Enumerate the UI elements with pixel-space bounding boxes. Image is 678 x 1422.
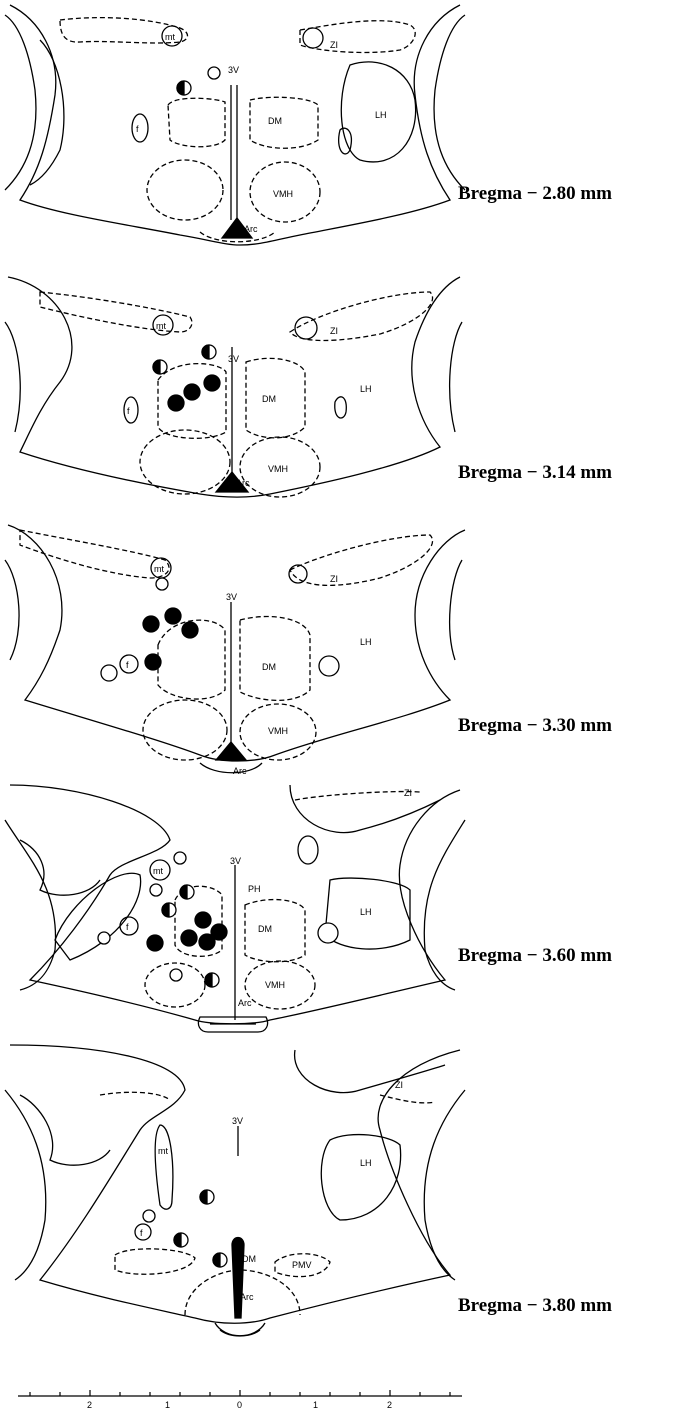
injection-site-markers — [143, 1190, 227, 1267]
scale-tick-label: 1 — [313, 1400, 318, 1410]
svg-text:LH: LH — [375, 110, 387, 120]
bregma-label: Bregma − 3.80 mm — [458, 1295, 612, 1317]
svg-text:Arc: Arc — [244, 224, 258, 234]
section-5-drawing: ZI mt LH f PMV DM Arc 3V — [0, 1040, 470, 1380]
svg-text:LH: LH — [360, 384, 372, 394]
svg-text:Arc: Arc — [236, 478, 250, 488]
svg-text:VMH: VMH — [268, 464, 288, 474]
svg-text:mt: mt — [156, 321, 166, 331]
section-bregma-3-30: mt ZI LH f DM VMH 3V Arc — [0, 520, 678, 780]
svg-text:Arc: Arc — [238, 998, 252, 1008]
injection-site-markers — [153, 345, 220, 411]
svg-text:mt: mt — [165, 32, 175, 42]
svg-text:LH: LH — [360, 637, 372, 647]
svg-text:f: f — [136, 124, 139, 134]
section-2-drawing: mt ZI LH f DM VMH 3V Arc — [0, 262, 470, 512]
svg-text:LH: LH — [360, 1158, 372, 1168]
scale-tick-label: 1 — [165, 1400, 170, 1410]
scale-tick-label: 0 — [237, 1400, 242, 1410]
svg-text:PH: PH — [248, 884, 261, 894]
injection-site-markers — [177, 67, 220, 95]
svg-text:ZI: ZI — [330, 326, 338, 336]
bregma-label: Bregma − 3.30 mm — [458, 715, 612, 737]
bregma-label: Bregma − 2.80 mm — [458, 183, 612, 205]
svg-text:3V: 3V — [230, 856, 241, 866]
svg-text:f: f — [127, 406, 130, 416]
scale-minor-ticks — [30, 1390, 450, 1396]
svg-text:3V: 3V — [232, 1116, 243, 1126]
injection-site-markers — [101, 608, 339, 681]
svg-text:f: f — [140, 1228, 143, 1238]
bregma-label: Bregma − 3.14 mm — [458, 462, 612, 484]
svg-text:ZI: ZI — [404, 788, 412, 798]
svg-text:DM: DM — [258, 924, 272, 934]
section-bregma-3-80: ZI mt LH f PMV DM Arc 3V Breg — [0, 1040, 678, 1380]
svg-text:3V: 3V — [226, 592, 237, 602]
scale-tick-label: 2 — [387, 1400, 392, 1410]
bregma-label: Bregma − 3.60 mm — [458, 945, 612, 967]
svg-text:DM: DM — [262, 662, 276, 672]
section-4-drawing: mt ZI LH f PH DM VMH 3V Arc — [0, 780, 470, 1040]
svg-text:f: f — [126, 922, 129, 932]
svg-text:mt: mt — [158, 1146, 168, 1156]
svg-text:3V: 3V — [228, 65, 239, 75]
section-bregma-2-80: mt f ZI LH DM VMH 3V Arc — [0, 0, 678, 260]
svg-text:3V: 3V — [228, 354, 239, 364]
svg-text:f: f — [126, 660, 129, 670]
svg-text:DM: DM — [268, 116, 282, 126]
svg-text:VMH: VMH — [268, 726, 288, 736]
svg-text:PMV: PMV — [292, 1260, 312, 1270]
svg-text:mt: mt — [153, 866, 163, 876]
section-bregma-3-60: mt ZI LH f PH DM VMH 3V Arc — [0, 780, 678, 1040]
section-1-drawing: mt f ZI LH DM VMH 3V Arc — [0, 0, 470, 260]
section-bregma-3-14: mt ZI LH f DM VMH 3V Arc — [0, 262, 678, 512]
svg-text:VMH: VMH — [265, 980, 285, 990]
section-3-drawing: mt ZI LH f DM VMH 3V Arc — [0, 520, 470, 780]
scale-tick-label: 2 — [87, 1400, 92, 1410]
svg-text:DM: DM — [262, 394, 276, 404]
svg-text:ZI: ZI — [330, 40, 338, 50]
svg-text:ZI: ZI — [330, 574, 338, 584]
scale-bar: 2 1 0 1 2 — [0, 1390, 480, 1420]
svg-text:VMH: VMH — [273, 189, 293, 199]
svg-text:ZI: ZI — [395, 1080, 403, 1090]
svg-text:mt: mt — [154, 564, 164, 574]
svg-text:LH: LH — [360, 907, 372, 917]
